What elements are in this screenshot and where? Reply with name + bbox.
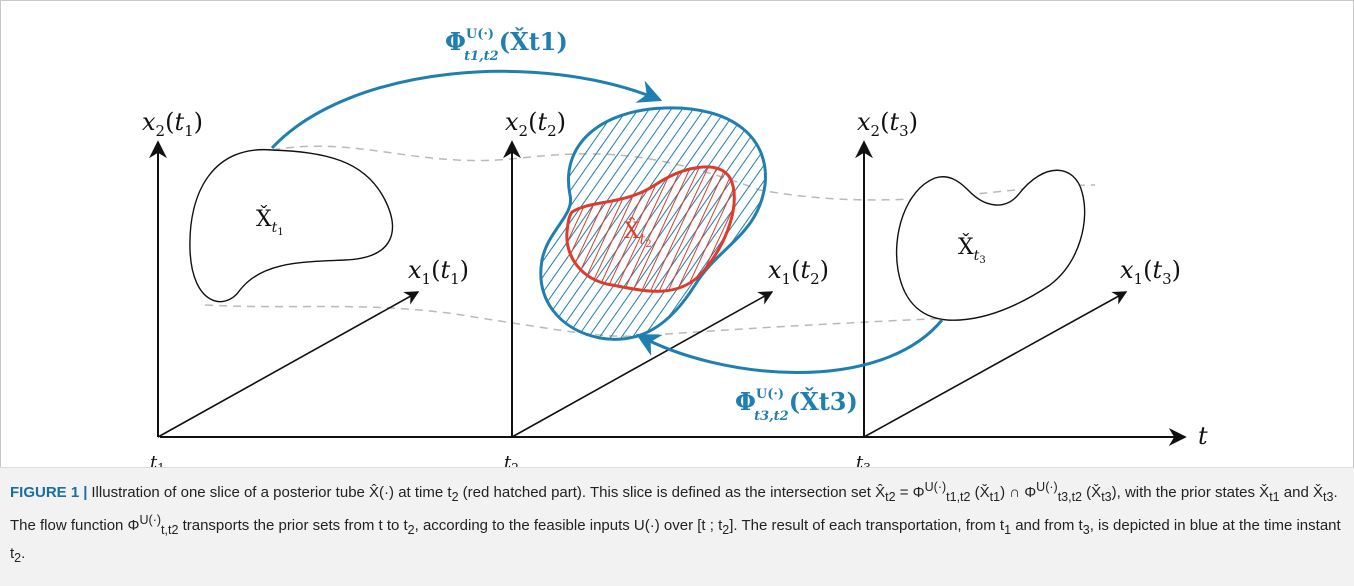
caption-text-5: ) ∩ Φ: [1000, 484, 1037, 501]
flow-arrow-t3-to-t2: [635, 319, 944, 374]
caption-text-12: ]. The result of each transportation, fr…: [729, 517, 1005, 534]
caption-text-10: transports the prior sets from t to t: [178, 517, 408, 534]
set-label-t3: X̌t3: [958, 234, 986, 266]
x1-label-t1: x1(t1): [408, 256, 469, 288]
caption-text-9: . The flow function Φ: [10, 484, 1338, 534]
time-axis-label: t: [1198, 422, 1208, 450]
caption-separator: |: [83, 484, 88, 501]
caption-sub: 2: [407, 523, 415, 537]
caption-sub: t,t2: [161, 523, 179, 537]
x1-axis-t2: [511, 291, 774, 438]
x2-label-t2: x2(t2): [505, 108, 566, 140]
caption-text-11: , according to the feasible inputs U(·) …: [414, 517, 723, 534]
posterior-slice-red: [565, 165, 736, 293]
x2-label-t3: x2(t3): [857, 108, 918, 140]
caption-sup: U(·): [139, 513, 162, 527]
caption-text-6: (X̌: [1082, 484, 1102, 501]
posterior-tube-diagram: t x2(t1) x2(t2) x2(t3) x1(t1) x1(t2) x1(…: [142, 27, 1208, 467]
caption-sub: t3,t2: [1057, 490, 1083, 504]
flow-arrow-t1-to-t2: [270, 69, 663, 150]
caption-sub: 1: [1004, 523, 1012, 537]
caption-sub: 2: [722, 523, 730, 537]
figure-caption: FIGURE 1|Illustration of one slice of a …: [10, 476, 1344, 570]
set-label-t2: X̂t2: [624, 218, 652, 250]
caption-text-1: Illustration of one slice of a posterior…: [91, 484, 452, 501]
caption-sup: U(·): [1036, 480, 1058, 494]
caption-background: [0, 467, 1354, 586]
tick-label-t3: t3: [856, 452, 871, 467]
caption-sub: 2: [451, 490, 459, 504]
caption-sup: U(·): [924, 480, 947, 494]
caption-text-15: .: [21, 545, 26, 562]
set-label-t1: X̌t1: [256, 206, 284, 238]
caption-text-2: (red hatched part). This slice is define…: [458, 484, 886, 501]
flow-label-bottom: ΦU(·)t3,t2(X̌t3): [735, 387, 858, 424]
caption-sub: 3: [1082, 523, 1090, 537]
flow-label-top: ΦU(·)t1,t2(X̌t1): [445, 27, 568, 64]
caption-sub: t3: [1101, 490, 1112, 504]
x2-label-t1: x2(t1): [142, 108, 203, 140]
caption-text-8: and X̌: [1279, 484, 1323, 501]
caption-sub: t3: [1323, 490, 1334, 504]
caption-sub: t1: [989, 490, 1001, 504]
caption-text-13: and from t: [1011, 517, 1083, 534]
tube-lower-dashed-line: [204, 304, 951, 338]
caption-text-14: , is depicted in blue at the time instan…: [10, 517, 1341, 562]
prior-set-t3: [895, 169, 1086, 321]
x1-label-t3: x1(t3): [1120, 256, 1181, 288]
x1-axis-t1: [157, 291, 420, 438]
tick-label-t1: t1: [150, 452, 165, 467]
caption-text-3: = Φ: [895, 484, 925, 501]
caption-sub: t1: [1269, 490, 1280, 504]
caption-label: FIGURE 1: [10, 484, 80, 501]
x1-label-t2: x1(t2): [768, 256, 829, 288]
caption-sub: t1,t2: [946, 490, 971, 504]
caption-sub: t2: [885, 490, 896, 504]
caption-sub: 2: [14, 551, 22, 565]
caption-text-4: (X̌: [970, 484, 990, 501]
prior-set-t1: [189, 148, 394, 303]
tick-label-t2: t2: [504, 452, 519, 467]
x1-axis-t3: [863, 291, 1128, 438]
caption-text-7: ), with the prior states X̌: [1111, 484, 1270, 501]
